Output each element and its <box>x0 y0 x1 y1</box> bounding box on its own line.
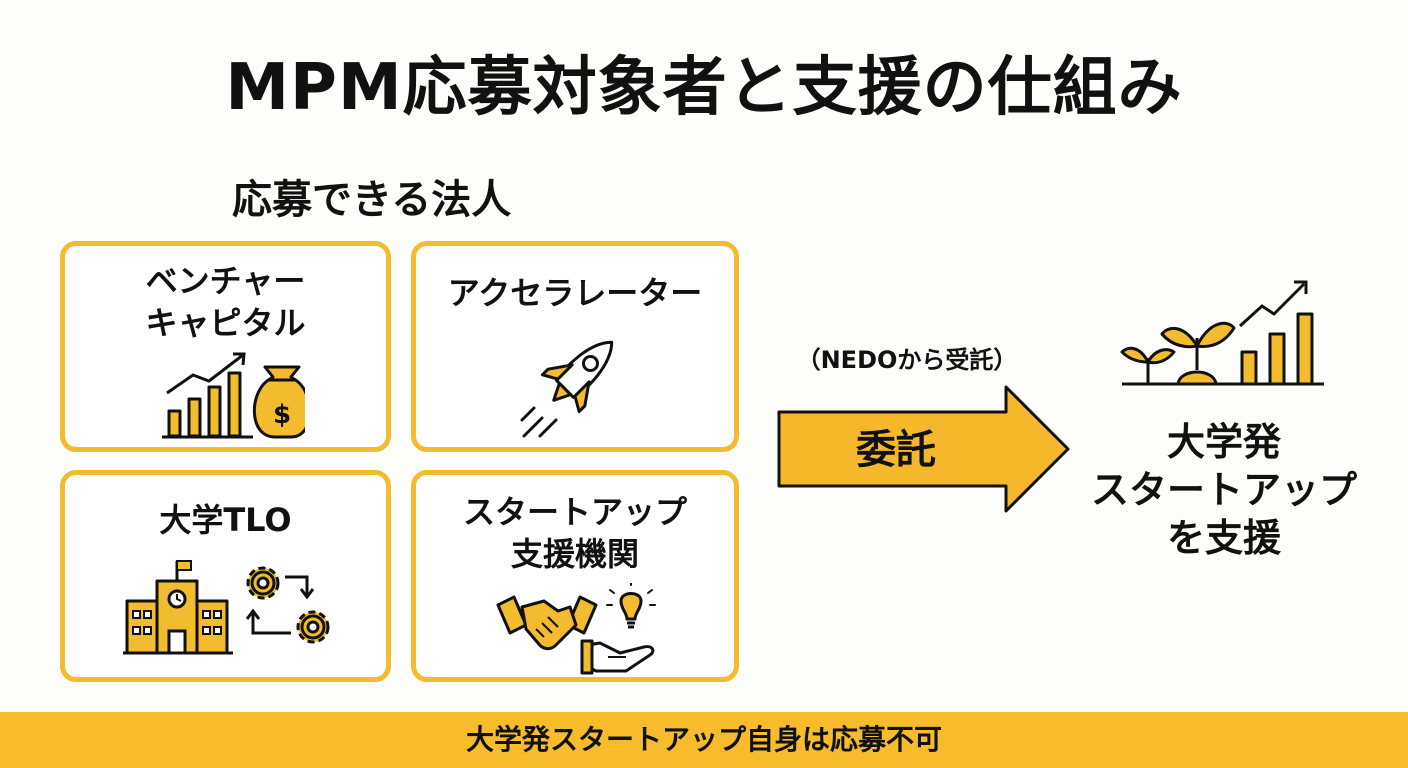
money-bag-growth-chart-icon: $ <box>162 352 305 439</box>
card-startup-support-org: スタートアップ 支援機関 <box>411 470 739 682</box>
sprout-growth-chart-icon <box>1120 280 1324 386</box>
arrow-label: 委託 <box>856 427 936 473</box>
arrow-right-icon <box>777 385 1070 513</box>
footer-banner: 大学発スタートアップ自身は応募不可 <box>0 712 1408 768</box>
result-text: 大学発 スタートアップ を支援 <box>1090 420 1357 560</box>
card-university-tlo: 大学TLO <box>60 470 391 682</box>
card-label: ベンチャー キャピタル <box>145 262 306 342</box>
university-building-gears-icon <box>123 560 330 655</box>
card-label: アクセラレーター <box>447 274 703 312</box>
section-label: 応募できる法人 <box>232 177 512 223</box>
card-label: 大学TLO <box>159 501 292 539</box>
page-title: MPM応募対象者と支援の仕組み <box>225 51 1183 125</box>
rocket-icon <box>520 340 614 438</box>
card-accelerator: アクセラレーター <box>411 241 739 452</box>
arrow-note: （NEDOから受託） <box>796 346 1018 374</box>
handshake-lightbulb-icon <box>496 583 656 675</box>
card-venture-capital: ベンチャー キャピタル $ <box>60 241 391 452</box>
card-label: スタートアップ 支援機関 <box>462 493 687 573</box>
svg-text:$: $ <box>273 400 291 430</box>
